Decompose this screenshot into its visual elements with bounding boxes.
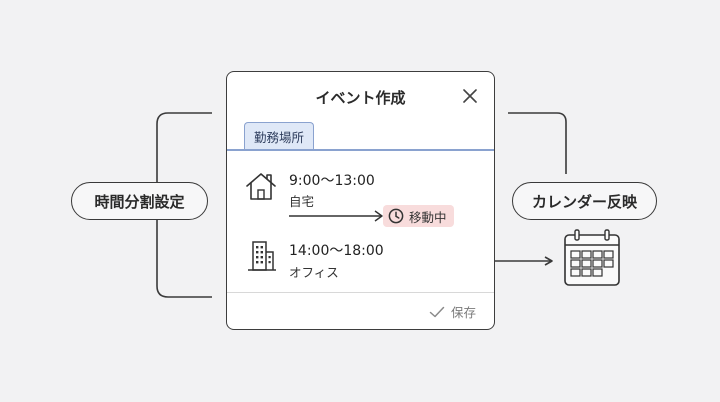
slot-2-place: オフィス (289, 265, 339, 280)
check-icon (429, 306, 445, 317)
slot-1-place: 自宅 (289, 194, 315, 209)
close-icon[interactable] (463, 89, 477, 103)
clock-icon (388, 208, 404, 224)
slot-2-time: 14:00〜18:00 (289, 243, 384, 259)
calendar-reflect-label: カレンダー反映 (512, 182, 657, 220)
house-icon (246, 173, 276, 200)
dialog-title: イベント作成 (315, 89, 406, 107)
building-icon (248, 241, 276, 271)
save-button[interactable]: 保存 (429, 302, 476, 321)
time-split-setting-label: 時間分割設定 (71, 182, 208, 220)
save-label: 保存 (450, 305, 476, 320)
footer-divider (227, 292, 494, 293)
transit-badge: 移動中 (383, 205, 454, 227)
calendar-icon (564, 229, 620, 286)
event-create-dialog: イベント作成 勤務場所 9:00〜13:00 自宅 移動中 (226, 71, 495, 330)
transit-badge-label: 移動中 (409, 209, 447, 225)
tab-underline (227, 149, 494, 151)
slot-1-time: 9:00〜13:00 (289, 173, 375, 189)
right-bracket-line (508, 112, 567, 174)
transit-arrow (289, 210, 383, 222)
tab-work-location[interactable]: 勤務場所 (244, 122, 315, 150)
